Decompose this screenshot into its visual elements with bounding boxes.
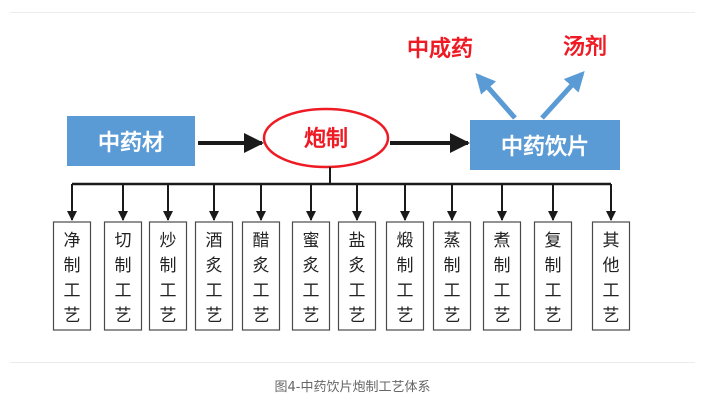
top-divider — [10, 12, 695, 13]
technique-char: 艺 — [115, 306, 132, 326]
bottom-divider — [10, 362, 695, 363]
technique-char: 艺 — [303, 306, 320, 326]
technique-box — [194, 221, 234, 331]
result-box — [470, 120, 620, 170]
technique-char: 艺 — [397, 306, 414, 326]
technique-char: 制 — [494, 256, 511, 276]
technique-char: 艺 — [64, 306, 81, 326]
technique-char: 炙 — [206, 256, 223, 276]
output-label-decoction: 汤剂 — [563, 34, 607, 60]
technique-char: 工 — [64, 281, 81, 301]
technique-char: 炒 — [160, 231, 177, 251]
technique-box — [432, 221, 472, 331]
technique-char: 炙 — [303, 256, 320, 276]
technique-char: 煮 — [494, 231, 511, 251]
figure-caption: 图4-中药饮片炮制工艺体系 — [274, 380, 431, 395]
technique-char: 艺 — [494, 306, 511, 326]
technique-char: 制 — [444, 256, 461, 276]
arrow-to-decoction — [540, 71, 585, 120]
technique-char: 工 — [444, 281, 461, 301]
technique-char: 复 — [545, 231, 562, 251]
technique-char: 炙 — [349, 256, 366, 276]
technique-char: 酒 — [206, 231, 223, 251]
technique-char: 工 — [397, 281, 414, 301]
technique-box — [241, 221, 281, 331]
process-diagram: 中成药 汤剂 中药材 炮制 中药饮片 净制工艺切制工艺炒制工艺酒炙工艺醋炙工艺蜜… — [52, 34, 631, 331]
technique-char: 艺 — [206, 306, 223, 326]
technique-box — [591, 221, 631, 331]
technique-box — [52, 221, 92, 331]
technique-char: 切 — [115, 231, 132, 251]
technique-char: 艺 — [160, 306, 177, 326]
result-label: 中药饮片 — [501, 135, 589, 160]
technique-char: 醋 — [253, 231, 270, 251]
technique-char: 工 — [349, 281, 366, 301]
technique-char: 制 — [545, 256, 562, 276]
technique-box — [103, 221, 143, 331]
technique-char: 制 — [160, 256, 177, 276]
technique-char: 艺 — [603, 306, 620, 326]
technique-char: 工 — [160, 281, 177, 301]
technique-char: 工 — [603, 281, 620, 301]
technique-box — [533, 221, 573, 331]
technique-char: 蒸 — [444, 231, 461, 251]
technique-char: 工 — [253, 281, 270, 301]
process-label: 炮制 — [304, 126, 348, 152]
technique-box — [385, 221, 425, 331]
technique-char: 艺 — [349, 306, 366, 326]
technique-char: 其 — [603, 231, 620, 251]
technique-box — [148, 221, 188, 331]
technique-box — [337, 221, 377, 331]
technique-char: 蜜 — [303, 231, 320, 251]
technique-char: 制 — [64, 256, 81, 276]
process-ellipse — [262, 107, 390, 169]
technique-char: 艺 — [253, 306, 270, 326]
technique-box — [291, 221, 331, 331]
technique-box — [482, 221, 522, 331]
technique-char: 工 — [494, 281, 511, 301]
technique-char: 艺 — [545, 306, 562, 326]
technique-char: 工 — [545, 281, 562, 301]
technique-char: 制 — [115, 256, 132, 276]
arrow-to-patent-medicine — [475, 72, 517, 120]
technique-char: 工 — [206, 281, 223, 301]
technique-char: 炙 — [253, 256, 270, 276]
output-label-patent-medicine: 中成药 — [407, 37, 473, 62]
technique-char: 煅 — [397, 231, 414, 251]
source-box — [67, 116, 195, 166]
technique-char: 工 — [115, 281, 132, 301]
source-label: 中药材 — [98, 131, 164, 156]
technique-char: 制 — [397, 256, 414, 276]
technique-char: 工 — [303, 281, 320, 301]
technique-boxes: 净制工艺切制工艺炒制工艺酒炙工艺醋炙工艺蜜炙工艺盐炙工艺煅制工艺蒸制工艺煮制工艺… — [52, 184, 631, 331]
technique-char: 艺 — [444, 306, 461, 326]
technique-char: 净 — [64, 231, 81, 251]
technique-char: 盐 — [349, 231, 366, 251]
technique-char: 他 — [603, 256, 620, 276]
